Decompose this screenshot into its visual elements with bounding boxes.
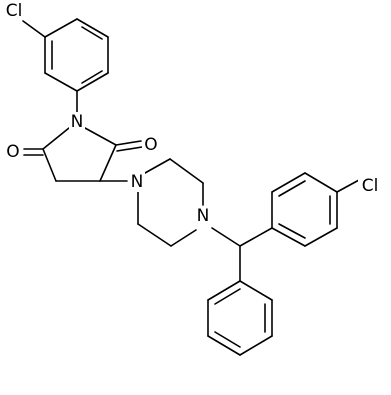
chlorophenyl-ring-top xyxy=(44,18,109,92)
n-piperazine-lower-text: N xyxy=(197,206,210,226)
bond-c-cl-top xyxy=(22,20,46,38)
atom-label-n-imide: N xyxy=(69,112,85,132)
piperazine-ring xyxy=(137,158,204,247)
succinimide-ring xyxy=(23,127,143,182)
atom-label-o-right: O xyxy=(142,135,160,155)
atom-label-o-left: O xyxy=(4,142,22,162)
atom-label-n-piperazine-upper: N xyxy=(129,172,145,192)
atom-label-cl-top: Cl xyxy=(2,1,26,21)
cl-top-text: Cl xyxy=(6,1,23,21)
n-piperazine-upper-text: N xyxy=(131,172,144,192)
bond-c-cl-right xyxy=(336,179,360,193)
o-right-text: O xyxy=(144,135,157,155)
chlorophenyl-ring-right xyxy=(239,172,338,247)
atom-label-cl-right: Cl xyxy=(358,176,382,196)
n-imide-text: N xyxy=(71,112,84,132)
phenyl-ring-bottom xyxy=(207,280,273,356)
bond-n-benzhydryl xyxy=(211,227,241,247)
o-left-text: O xyxy=(6,142,19,162)
cl-right-text: Cl xyxy=(362,176,379,196)
atom-label-n-piperazine-lower: N xyxy=(195,206,211,226)
